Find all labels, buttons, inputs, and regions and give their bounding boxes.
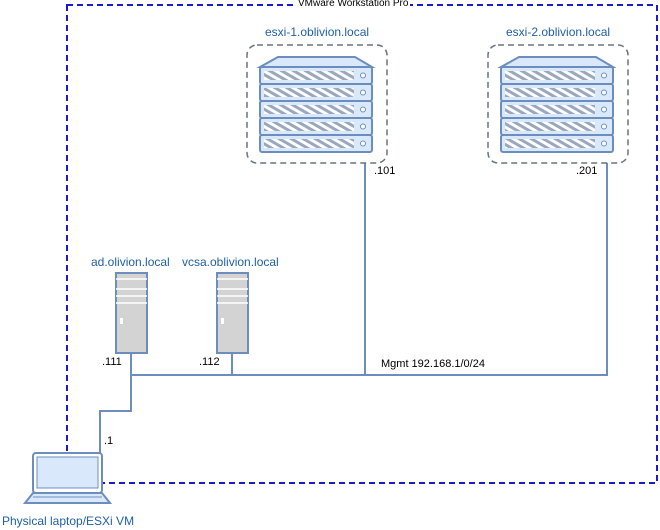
- vcsa-name: vcsa.oblivion.local: [182, 255, 279, 269]
- laptop-ip: .1: [104, 435, 114, 447]
- esxi-1-name: esxi-1.oblivion.local: [265, 25, 370, 39]
- server-rack-icon: [497, 56, 617, 153]
- network-label: Mgmt 192.168.1/0/24: [381, 358, 485, 370]
- ad-name: ad.olivion.local: [91, 255, 170, 269]
- link-esxi2: [131, 160, 608, 376]
- vcsa-server: [216, 272, 249, 354]
- ad-server: [115, 272, 148, 354]
- tower-server-icon: [115, 272, 148, 354]
- server-rack-icon: [256, 56, 376, 153]
- container-label: VMware Workstation Pro: [296, 0, 411, 9]
- esxi-1-ip: .101: [374, 165, 396, 177]
- ad-ip: .111: [102, 356, 122, 368]
- esxi-2-ip: .201: [576, 165, 598, 177]
- vcsa-ip: .112: [199, 356, 220, 368]
- laptop-icon: [22, 452, 113, 504]
- esxi-1-server: [246, 44, 388, 164]
- esxi-2-server: [487, 44, 629, 164]
- esxi-2-name: esxi-2.oblivion.local: [506, 25, 611, 39]
- mgmt-network-links: [99, 160, 608, 460]
- tower-server-icon: [216, 272, 249, 354]
- laptop-name: Physical laptop/ESXi VM: [2, 514, 135, 528]
- link-ad: [99, 353, 132, 460]
